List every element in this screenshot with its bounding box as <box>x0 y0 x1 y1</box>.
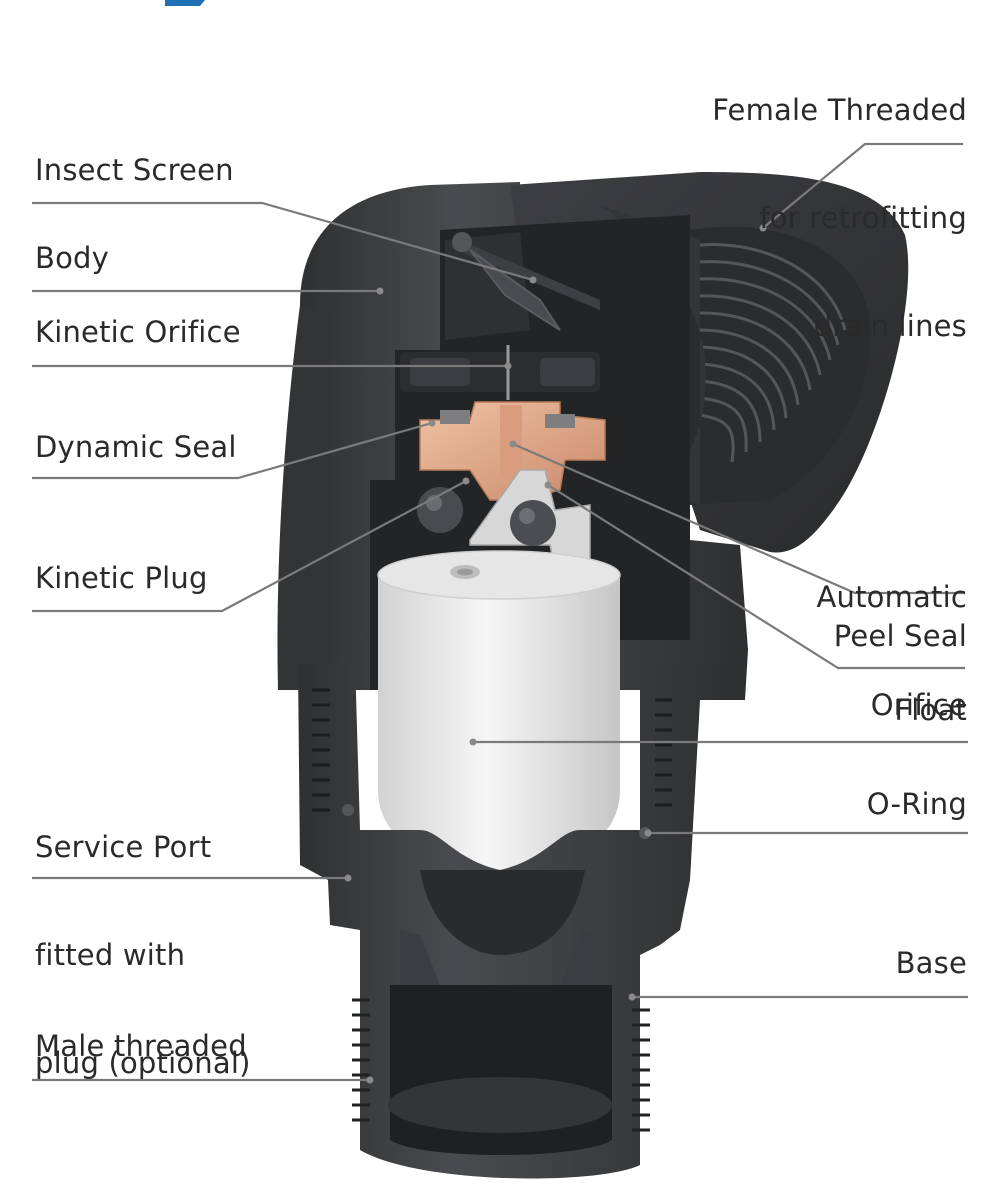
label-peel-seal: Peel Seal <box>833 619 967 653</box>
label-float: Float <box>894 693 967 727</box>
label-kinetic-plug: Kinetic Plug <box>35 561 208 595</box>
leader-peel-seal <box>547 484 965 670</box>
label-kinetic-orifice: Kinetic Orifice <box>35 315 241 349</box>
leader-endpoints <box>344 224 767 1084</box>
label-service-port-line-2: fitted with <box>35 938 186 972</box>
leader-kinetic-plug <box>32 480 467 613</box>
label-dynamic-seal: Dynamic Seal <box>35 430 237 464</box>
valve-base <box>298 660 740 1179</box>
float-component <box>377 550 621 888</box>
label-automatic-orifice-line-2: Orifice <box>870 688 967 722</box>
label-female-threaded-line-1: Female Threaded <box>712 93 967 127</box>
label-automatic-orifice: Automatic Orifice <box>816 507 967 795</box>
leader-dynamic-seal <box>32 421 433 480</box>
label-body: Body <box>35 241 110 275</box>
label-service-port-line-1: Service Port <box>35 830 212 864</box>
label-insect-screen: Insect Screen <box>35 153 234 187</box>
leader-automatic-orifice <box>512 442 965 595</box>
kinetic-plug <box>417 469 591 571</box>
label-male-threaded: Male threaded <box>35 1029 247 1063</box>
label-o-ring: O-Ring <box>866 787 967 821</box>
header-accent-fragment <box>165 0 205 6</box>
label-service-port-line-3: plug (optional) <box>35 1046 251 1080</box>
leader-female-threaded <box>762 142 963 229</box>
leader-lines <box>32 142 968 1082</box>
label-automatic-orifice-line-1: Automatic <box>816 580 967 614</box>
label-base: Base <box>895 946 967 980</box>
label-female-threaded-line-3: drain lines <box>813 309 967 343</box>
label-female-threaded: Female Threaded for retrofitting drain l… <box>712 20 967 416</box>
leader-insect-screen <box>32 201 534 282</box>
dynamic-seal-assembly <box>419 401 606 501</box>
label-service-port: Service Port fitted with plug (optional) <box>35 757 251 1153</box>
label-female-threaded-line-2: for retrofitting <box>759 201 967 235</box>
